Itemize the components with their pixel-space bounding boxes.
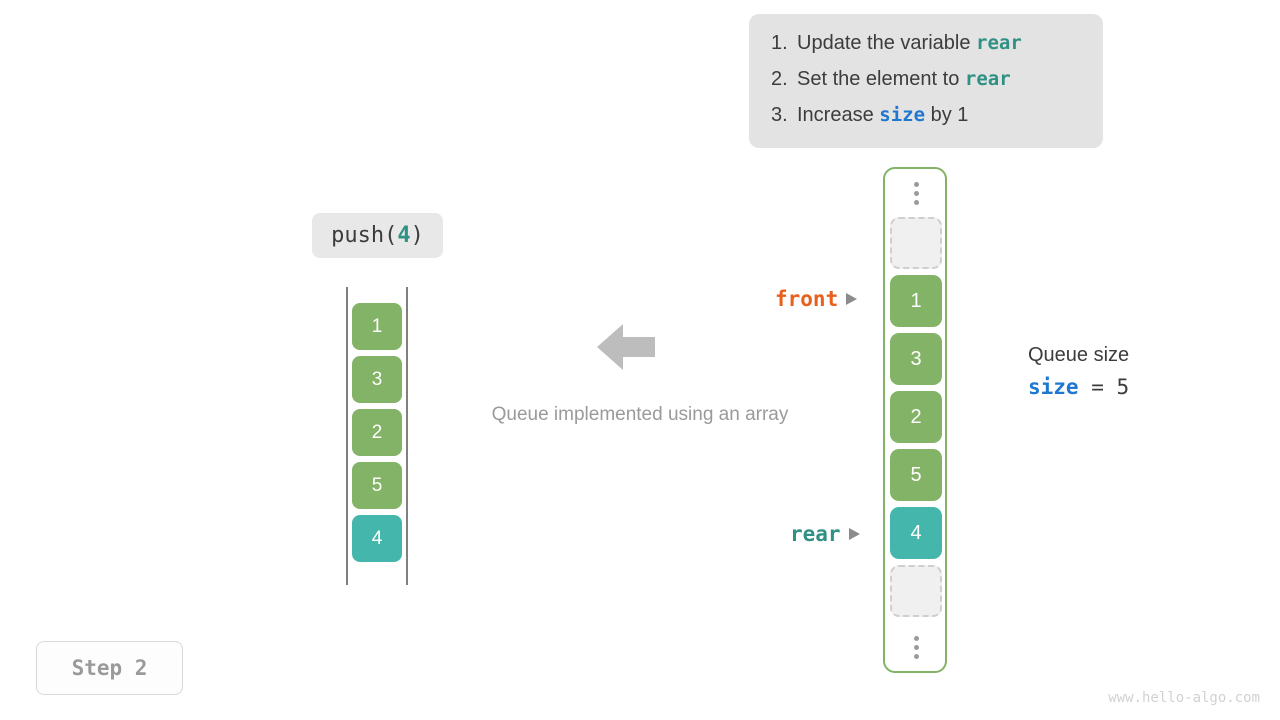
instruction-number: 1.: [771, 32, 788, 54]
ellipsis-dots-icon: [890, 169, 942, 217]
diagram-caption: Queue implemented using an array: [491, 404, 789, 425]
array-cell: 2: [352, 409, 402, 456]
array-cell: 1: [352, 303, 402, 350]
array-rail-left: [346, 287, 348, 585]
instruction-number: 2.: [771, 68, 788, 90]
circular-array-slot: 1: [890, 275, 942, 327]
ellipsis-dots-icon: [890, 623, 942, 671]
instruction-step: 3. Increase size by 1: [771, 104, 1083, 140]
size-variable-name: size: [1028, 375, 1079, 399]
pointer-arrow-icon: [846, 293, 858, 305]
operation-close-paren: ): [410, 223, 424, 248]
circular-array-slot: 5: [890, 449, 942, 501]
pointer-front-label: front: [775, 287, 839, 311]
operation-label: push(4): [312, 213, 443, 258]
instruction-number: 3.: [771, 104, 788, 126]
circular-array-slot-empty: [890, 217, 942, 269]
pointer-rear-label: rear: [790, 522, 841, 546]
size-readout-title: Queue size: [1028, 344, 1130, 366]
operation-argument: 4: [397, 223, 411, 248]
size-value: 5: [1116, 375, 1130, 399]
pointer-rear: rear: [790, 522, 860, 546]
circular-array-slot: 3: [890, 333, 942, 385]
linear-array-view: 1 3 2 5 4: [346, 287, 408, 585]
circular-array-slot-empty: [890, 565, 942, 617]
array-cell-list: 1 3 2 5 4: [352, 303, 402, 568]
instruction-text-pre: Increase: [797, 104, 880, 126]
instruction-code-size: size: [879, 104, 926, 126]
instruction-text-pre: Set the element to: [797, 68, 965, 90]
instruction-code-rear: rear: [976, 32, 1022, 54]
circular-array-slot-new: 4: [890, 507, 942, 559]
instruction-text-pre: Update the variable: [797, 32, 977, 54]
circular-array-view: 1 3 2 5 4: [883, 167, 947, 673]
instruction-callout: 1. Update the variable rear 2. Set the e…: [749, 14, 1103, 148]
size-operator: =: [1078, 375, 1117, 399]
instruction-code-rear: rear: [964, 68, 1011, 90]
instruction-step: 2. Set the element to rear: [771, 68, 1083, 104]
array-cell-new: 4: [352, 515, 402, 562]
pointer-arrow-icon: [848, 528, 860, 540]
size-readout-expression: size = 5: [1028, 375, 1129, 399]
watermark: www.hello-algo.com: [1108, 690, 1260, 706]
array-cell: 3: [352, 356, 402, 403]
array-rail-right: [406, 287, 408, 585]
instruction-text-post: by 1: [925, 104, 969, 126]
array-cell: 5: [352, 462, 402, 509]
circular-array-slot: 2: [890, 391, 942, 443]
circular-array-slot-list: 1 3 2 5 4: [890, 169, 942, 671]
operation-name: push(: [331, 223, 398, 248]
step-badge: Step 2: [36, 641, 183, 695]
left-arrow-icon: [597, 322, 655, 372]
instruction-step: 1. Update the variable rear: [771, 32, 1083, 68]
size-readout: Queue size size = 5: [1028, 344, 1129, 399]
pointer-front: front: [775, 287, 858, 311]
